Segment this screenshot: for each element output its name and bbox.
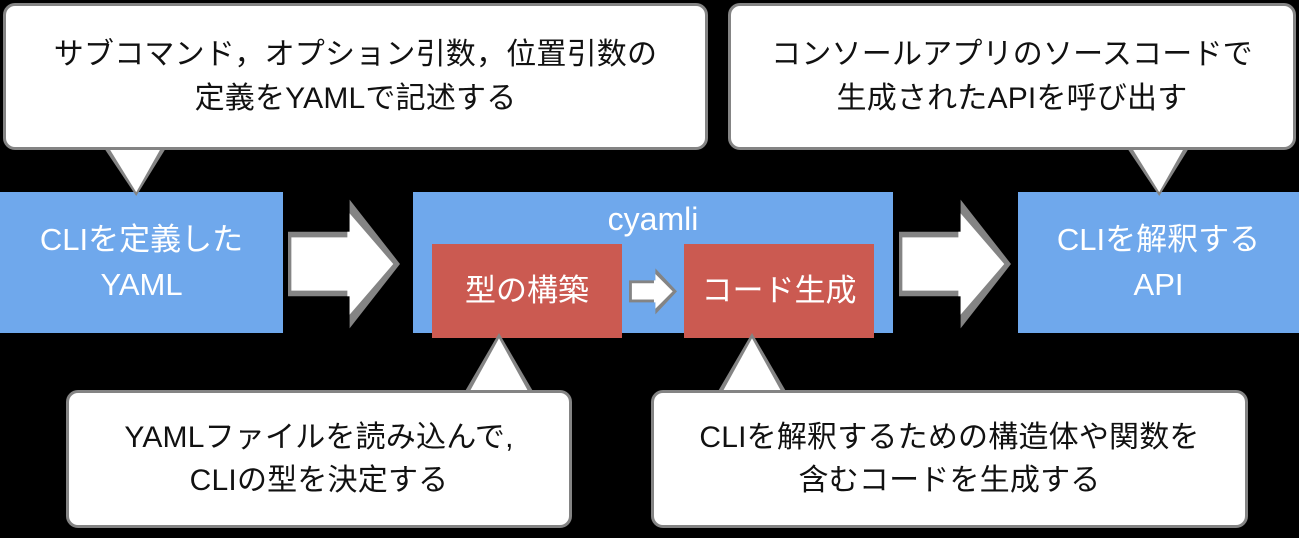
- box-cli-api-line2: API: [1133, 266, 1184, 302]
- step-type-construction-label: 型の構築: [465, 273, 589, 309]
- callout-top-left-tail: [104, 148, 166, 196]
- arrow-fill: [902, 210, 1005, 318]
- callout-top-right-line2: 生成されたAPIを呼び出す: [836, 81, 1188, 115]
- callout-top-right: コンソールアプリのソースコードで 生成されたAPIを呼び出す: [728, 3, 1296, 150]
- arrow-fill: [291, 210, 394, 318]
- arrow-right-icon-steps: [629, 268, 677, 315]
- cyamli-steps-row: 型の構築 コード生成: [413, 244, 893, 339]
- box-cli-api-line1: CLIを解釈する: [1056, 222, 1261, 258]
- callout-top-left: サブコマンド，オプション引数，位置引数の 定義をYAMLで記述する: [3, 3, 708, 150]
- block-arrow-right-icon-input-to-tool: [288, 199, 400, 329]
- callout-top-left-line1: サブコマンド，オプション引数，位置引数の: [53, 38, 658, 71]
- callout-bottom-left-line1: YAMLファイルを読み込んで,: [124, 420, 514, 454]
- box-cli-yaml-line2: YAML: [100, 266, 183, 302]
- callout-bottom-right-line1: CLIを解釈するための構造体や関数を: [699, 420, 1200, 454]
- callout-bottom-left-line2: CLIの型を決定する: [189, 464, 449, 497]
- tail-fill: [468, 338, 530, 393]
- box-cyamli: cyamli 型の構築 コード生成: [413, 192, 893, 339]
- callout-bottom-right: CLIを解釈するための構造体や関数を 含むコードを生成する: [651, 390, 1248, 528]
- box-cli-yaml: CLIを定義した YAML: [0, 192, 283, 333]
- callout-bottom-left: YAMLファイルを読み込んで, CLIの型を決定する: [66, 390, 572, 528]
- callout-top-right-tail: [1127, 148, 1189, 196]
- callout-top-left-line2: 定義をYAMLで記述する: [194, 81, 517, 115]
- box-cli-api: CLIを解釈する API: [1018, 192, 1299, 333]
- callout-bottom-left-tail: [464, 333, 534, 393]
- callout-bottom-right-line2: 含むコードを生成する: [798, 464, 1101, 497]
- callout-top-right-text: コンソールアプリのソースコードで 生成されたAPIを呼び出す: [759, 33, 1265, 120]
- callout-bottom-left-text: YAMLファイルを読み込んで, CLIの型を決定する: [112, 416, 525, 503]
- callout-top-left-text: サブコマンド，オプション引数，位置引数の 定義をYAMLで記述する: [42, 33, 669, 120]
- callout-top-right-line1: コンソールアプリのソースコードで: [771, 38, 1253, 71]
- callout-bottom-right-tail: [717, 333, 787, 393]
- step-type-construction: 型の構築: [432, 244, 622, 339]
- box-cli-yaml-line1: CLIを定義した: [39, 222, 244, 258]
- tail-fill: [721, 338, 783, 393]
- cyamli-title: cyamli: [607, 201, 699, 237]
- block-arrow-right-icon-tool-to-output: [899, 199, 1011, 329]
- step-code-generation: コード生成: [684, 244, 874, 339]
- step-code-generation-label: コード生成: [701, 273, 857, 309]
- arrow-fill: [631, 272, 673, 311]
- callout-bottom-right-text: CLIを解釈するための構造体や関数を 含むコードを生成する: [687, 416, 1211, 503]
